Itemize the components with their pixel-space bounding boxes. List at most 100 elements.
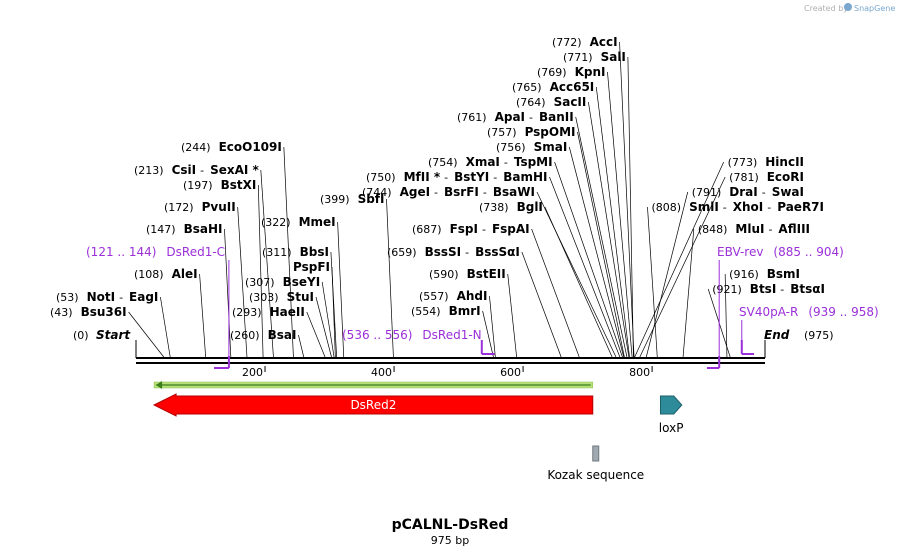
site-leader-line — [627, 56, 634, 358]
created-by-credit: Created by SnapGene — [804, 3, 895, 13]
site-name: EcoO109I — [219, 140, 282, 154]
site-leader-line — [647, 206, 658, 358]
site-separator: - — [780, 283, 784, 296]
primer-range: (939 .. 958) — [808, 305, 878, 319]
site-leader-line — [315, 296, 332, 358]
feature-loxp-arrow — [659, 395, 683, 415]
site-name: FspI — [450, 222, 478, 236]
site-separator: - — [200, 164, 204, 177]
site-name: PaeR7I — [777, 200, 824, 214]
site-name: BsaHI — [184, 222, 223, 236]
site-name: PspOMI — [525, 125, 576, 139]
site-position: (744) — [362, 186, 392, 199]
site-leader-line — [521, 251, 562, 358]
site-name: HincII — [765, 155, 804, 169]
site-name: DraI — [729, 185, 757, 199]
snapgene-logo-icon — [844, 3, 852, 11]
site-leader-line — [298, 334, 305, 358]
site-name: EagI — [129, 290, 158, 304]
map-title-block: pCALNL-DsRed 975 bp — [392, 517, 509, 547]
site-position: (197) — [183, 179, 213, 192]
start-position: (0) — [73, 329, 89, 342]
site-name: MluI — [735, 222, 764, 236]
site-leader-line — [507, 273, 517, 358]
site-position: (108) — [134, 268, 164, 281]
site-name: BamHI — [503, 170, 547, 184]
site-position: (773) — [728, 156, 758, 169]
site-position: (781) — [729, 171, 759, 184]
site-leader-line — [568, 146, 625, 358]
site-position: (808) — [651, 201, 681, 214]
position-axis: 200 400 600 800 — [242, 366, 653, 379]
primer-range: (536 .. 556) — [342, 328, 412, 342]
feature-label: loxP — [659, 421, 684, 435]
site-separator: - — [482, 223, 486, 236]
site-leader-line — [575, 116, 628, 358]
site-name: SwaI — [772, 185, 804, 199]
site-leader-line — [554, 161, 623, 358]
site-leader-line — [386, 198, 394, 358]
site-name: EcoRI — [767, 170, 804, 184]
site-leader-line — [588, 101, 630, 358]
site-leader-line — [645, 191, 689, 358]
axis-tick-label: 600 — [500, 366, 521, 379]
translation-arrow-head — [156, 381, 163, 389]
site-name: SmaI — [534, 140, 568, 154]
site-name: MmeI — [299, 215, 336, 229]
axis-tick-label: 400 — [371, 366, 392, 379]
axis-tick-label: 800 — [629, 366, 650, 379]
site-name: TspMI — [514, 155, 553, 169]
site-position: (303) — [249, 291, 279, 304]
primer-range: (121 .. 144) — [86, 245, 156, 259]
site-name: AccI — [590, 35, 618, 49]
site-name: BanII — [539, 110, 574, 124]
site-leader-line — [595, 86, 630, 358]
site-leader-line — [331, 266, 336, 358]
primer-name: DsRed1-N — [422, 328, 481, 342]
site-separator: - — [444, 171, 448, 184]
site-leader-line — [634, 161, 724, 358]
site-name: BssSI — [425, 245, 462, 259]
site-position: (916) — [729, 268, 759, 281]
site-position: (750) — [366, 171, 396, 184]
site-position: (53) — [56, 291, 79, 304]
site-leader-line — [482, 310, 494, 358]
site-name: SexAI * — [210, 163, 259, 177]
site-position: (322) — [261, 216, 291, 229]
site-name: SbfI — [358, 192, 385, 206]
site-name: AleI — [172, 267, 198, 281]
site-position: (213) — [134, 164, 164, 177]
site-separator: - — [723, 201, 727, 214]
site-leader-line — [160, 296, 171, 358]
site-position: (764) — [516, 96, 546, 109]
site-separator: - — [483, 186, 487, 199]
site-leader-line — [607, 71, 633, 358]
site-name: BstYI — [454, 170, 489, 184]
site-leader-line — [549, 176, 621, 358]
site-separator: - — [768, 223, 772, 236]
site-leader-line — [257, 184, 264, 358]
sequence-backbone — [136, 357, 765, 364]
site-position: (771) — [563, 51, 593, 64]
site-position: (791) — [692, 186, 722, 199]
site-name: BsaI — [268, 328, 297, 342]
credit-brand: SnapGene — [854, 4, 895, 13]
site-position: (172) — [164, 201, 194, 214]
site-separator: - — [493, 171, 497, 184]
primer-name: DsRed1-C — [166, 245, 225, 259]
site-leader-lines — [128, 41, 731, 358]
site-name: AgeI — [400, 185, 430, 199]
site-leader-line — [682, 228, 695, 358]
start-label: Start — [96, 328, 131, 342]
feature-kozak-box — [592, 445, 600, 462]
site-name: MfII * — [404, 170, 441, 184]
site-position: (659) — [387, 246, 417, 259]
site-name: BsaWI — [493, 185, 535, 199]
site-position: (43) — [50, 306, 73, 319]
axis-tick-label: 200 — [242, 366, 263, 379]
site-name: BseYI — [283, 275, 321, 289]
site-name: BtsαI — [790, 282, 825, 296]
site-position: (765) — [512, 81, 542, 94]
site-position: (554) — [411, 305, 441, 318]
